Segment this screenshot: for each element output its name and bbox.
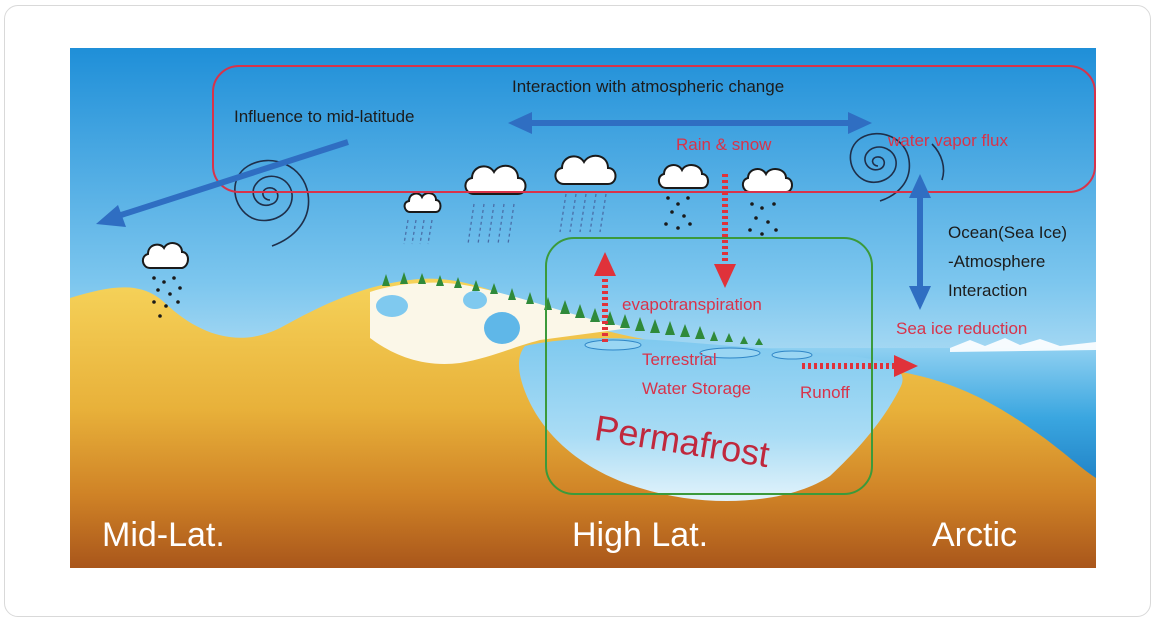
diagram-canvas — [70, 48, 1096, 568]
ocean-atmosphere-arrow — [909, 174, 931, 310]
sea-ice-label: Sea ice reduction — [896, 319, 1028, 338]
influence-label: Influence to mid-latitude — [234, 107, 415, 126]
ocean-ice-label-1: Ocean(Sea Ice) — [948, 223, 1068, 242]
cloud-snow-icon — [658, 164, 709, 230]
tree-icon-group — [382, 272, 763, 345]
mid-latitude-arrow — [96, 139, 349, 227]
terrestrial-label-2: Water Storage — [642, 379, 751, 398]
ocean-ice-label-2: -Atmosphere — [948, 252, 1046, 271]
pond — [771, 350, 813, 360]
interaction-label: Interaction with atmospheric change — [512, 77, 785, 96]
runoff-label: Runoff — [800, 383, 850, 402]
pond — [699, 347, 761, 359]
region-label-mid-lat: Mid-Lat. — [102, 516, 225, 554]
rain-snow-label: Rain & snow — [676, 135, 772, 154]
permafrost-box — [545, 237, 873, 495]
sea-ice-floes — [950, 338, 1096, 352]
image-card: Interaction with atmospheric change Infl… — [4, 5, 1151, 617]
water-vapor-label: water vapor flux — [888, 131, 1008, 150]
cloud-rain-icon — [464, 164, 527, 245]
cloud-snow-icon — [142, 242, 189, 318]
ocean-ice-label-3: Interaction — [948, 281, 1028, 300]
spiral-tail — [931, 143, 945, 181]
lake — [376, 295, 408, 317]
rain-snow-arrow — [714, 174, 736, 288]
evapotranspiration-label: evapotranspiration — [622, 295, 762, 314]
cloud-rain-icon — [403, 192, 442, 245]
terrestrial-label-1: Terrestrial — [642, 350, 717, 369]
cloud-rain-icon — [554, 154, 617, 233]
evapotranspiration-arrow — [594, 252, 616, 342]
lake — [463, 291, 487, 309]
pond — [584, 339, 642, 351]
atmosphere-box — [212, 65, 1096, 193]
lake — [484, 312, 520, 344]
permafrost-body — [518, 338, 903, 502]
region-label-arctic: Arctic — [932, 516, 1017, 554]
spiral-icon — [849, 133, 911, 202]
arctic-water-cycle-diagram: Interaction with atmospheric change Infl… — [70, 48, 1096, 568]
runoff-arrow — [802, 355, 918, 377]
cloud-snow-icon — [742, 168, 793, 236]
horizontal-interaction-arrow — [508, 112, 872, 134]
region-label-high-lat: High Lat. — [572, 516, 709, 554]
